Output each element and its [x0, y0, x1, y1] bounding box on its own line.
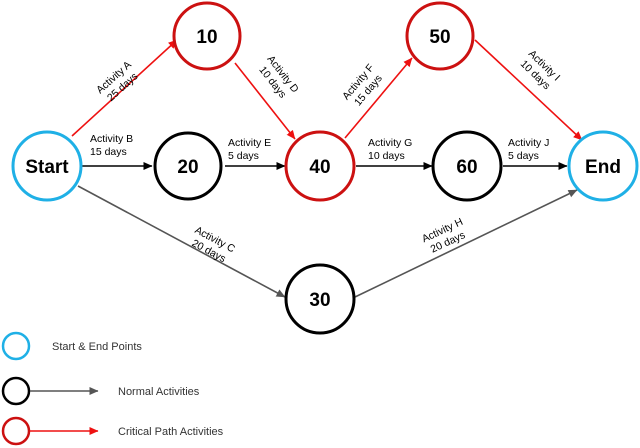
legend-start-end: Start & End Points — [1, 331, 142, 361]
activity-j-name: Activity J — [508, 137, 549, 149]
label-activity-h: Activity H 20 days — [420, 216, 467, 256]
legend-critical-swatch — [1, 416, 31, 446]
legend-start-end-label: Start & End Points — [52, 341, 142, 353]
label-activity-b: Activity B 15 days — [90, 133, 133, 158]
edge-activity-c — [77, 185, 286, 298]
label-activity-f: Activity F 15 days — [340, 62, 385, 108]
node-50: 50 — [405, 1, 475, 71]
node-20: 20 — [153, 131, 223, 201]
edges — [71, 39, 583, 298]
node-10: 10 — [172, 1, 242, 71]
node-30-label: 30 — [309, 290, 330, 311]
edge-activity-d — [234, 62, 296, 140]
node-60: 60 — [431, 130, 503, 202]
node-start-label: Start — [25, 157, 69, 178]
activity-g-name: Activity G — [368, 137, 412, 149]
legend-normal: Normal Activities — [1, 376, 200, 406]
legend-critical: Critical Path Activities — [1, 416, 224, 446]
node-40: 40 — [284, 130, 356, 202]
node-50-label: 50 — [429, 27, 450, 48]
legend-start-end-swatch — [1, 331, 31, 361]
legend-normal-swatch — [1, 376, 31, 406]
legend-critical-label: Critical Path Activities — [118, 426, 224, 438]
activity-b-name: Activity B — [90, 133, 133, 145]
label-activity-j: Activity J 5 days — [508, 137, 549, 162]
legend-normal-label: Normal Activities — [118, 386, 200, 398]
node-start: Start — [11, 130, 83, 202]
edge-activity-f — [344, 57, 413, 139]
nodes: Start 10 20 30 40 50 — [11, 1, 639, 335]
edge-activity-a — [71, 39, 178, 137]
node-20-label: 20 — [177, 157, 198, 178]
legend: Start & End Points Normal Activities Cri… — [1, 331, 224, 446]
node-10-label: 10 — [196, 27, 217, 48]
node-30: 30 — [284, 263, 356, 335]
activity-b-duration: 15 days — [90, 146, 127, 158]
node-60-label: 60 — [456, 157, 477, 178]
label-activity-a: Activity A 25 days — [94, 59, 140, 104]
label-activity-g: Activity G 10 days — [368, 137, 412, 162]
node-end-label: End — [585, 157, 621, 178]
label-activity-c: Activity C 20 days — [190, 224, 238, 265]
node-40-label: 40 — [309, 157, 330, 178]
label-activity-e: Activity E 5 days — [228, 137, 271, 162]
activity-g-duration: 10 days — [368, 150, 405, 162]
edge-activity-i — [474, 39, 583, 141]
activity-e-duration: 5 days — [228, 150, 259, 162]
activity-j-duration: 5 days — [508, 150, 539, 162]
edge-activity-h — [354, 189, 578, 298]
activity-e-name: Activity E — [228, 137, 271, 149]
node-end: End — [567, 130, 639, 202]
